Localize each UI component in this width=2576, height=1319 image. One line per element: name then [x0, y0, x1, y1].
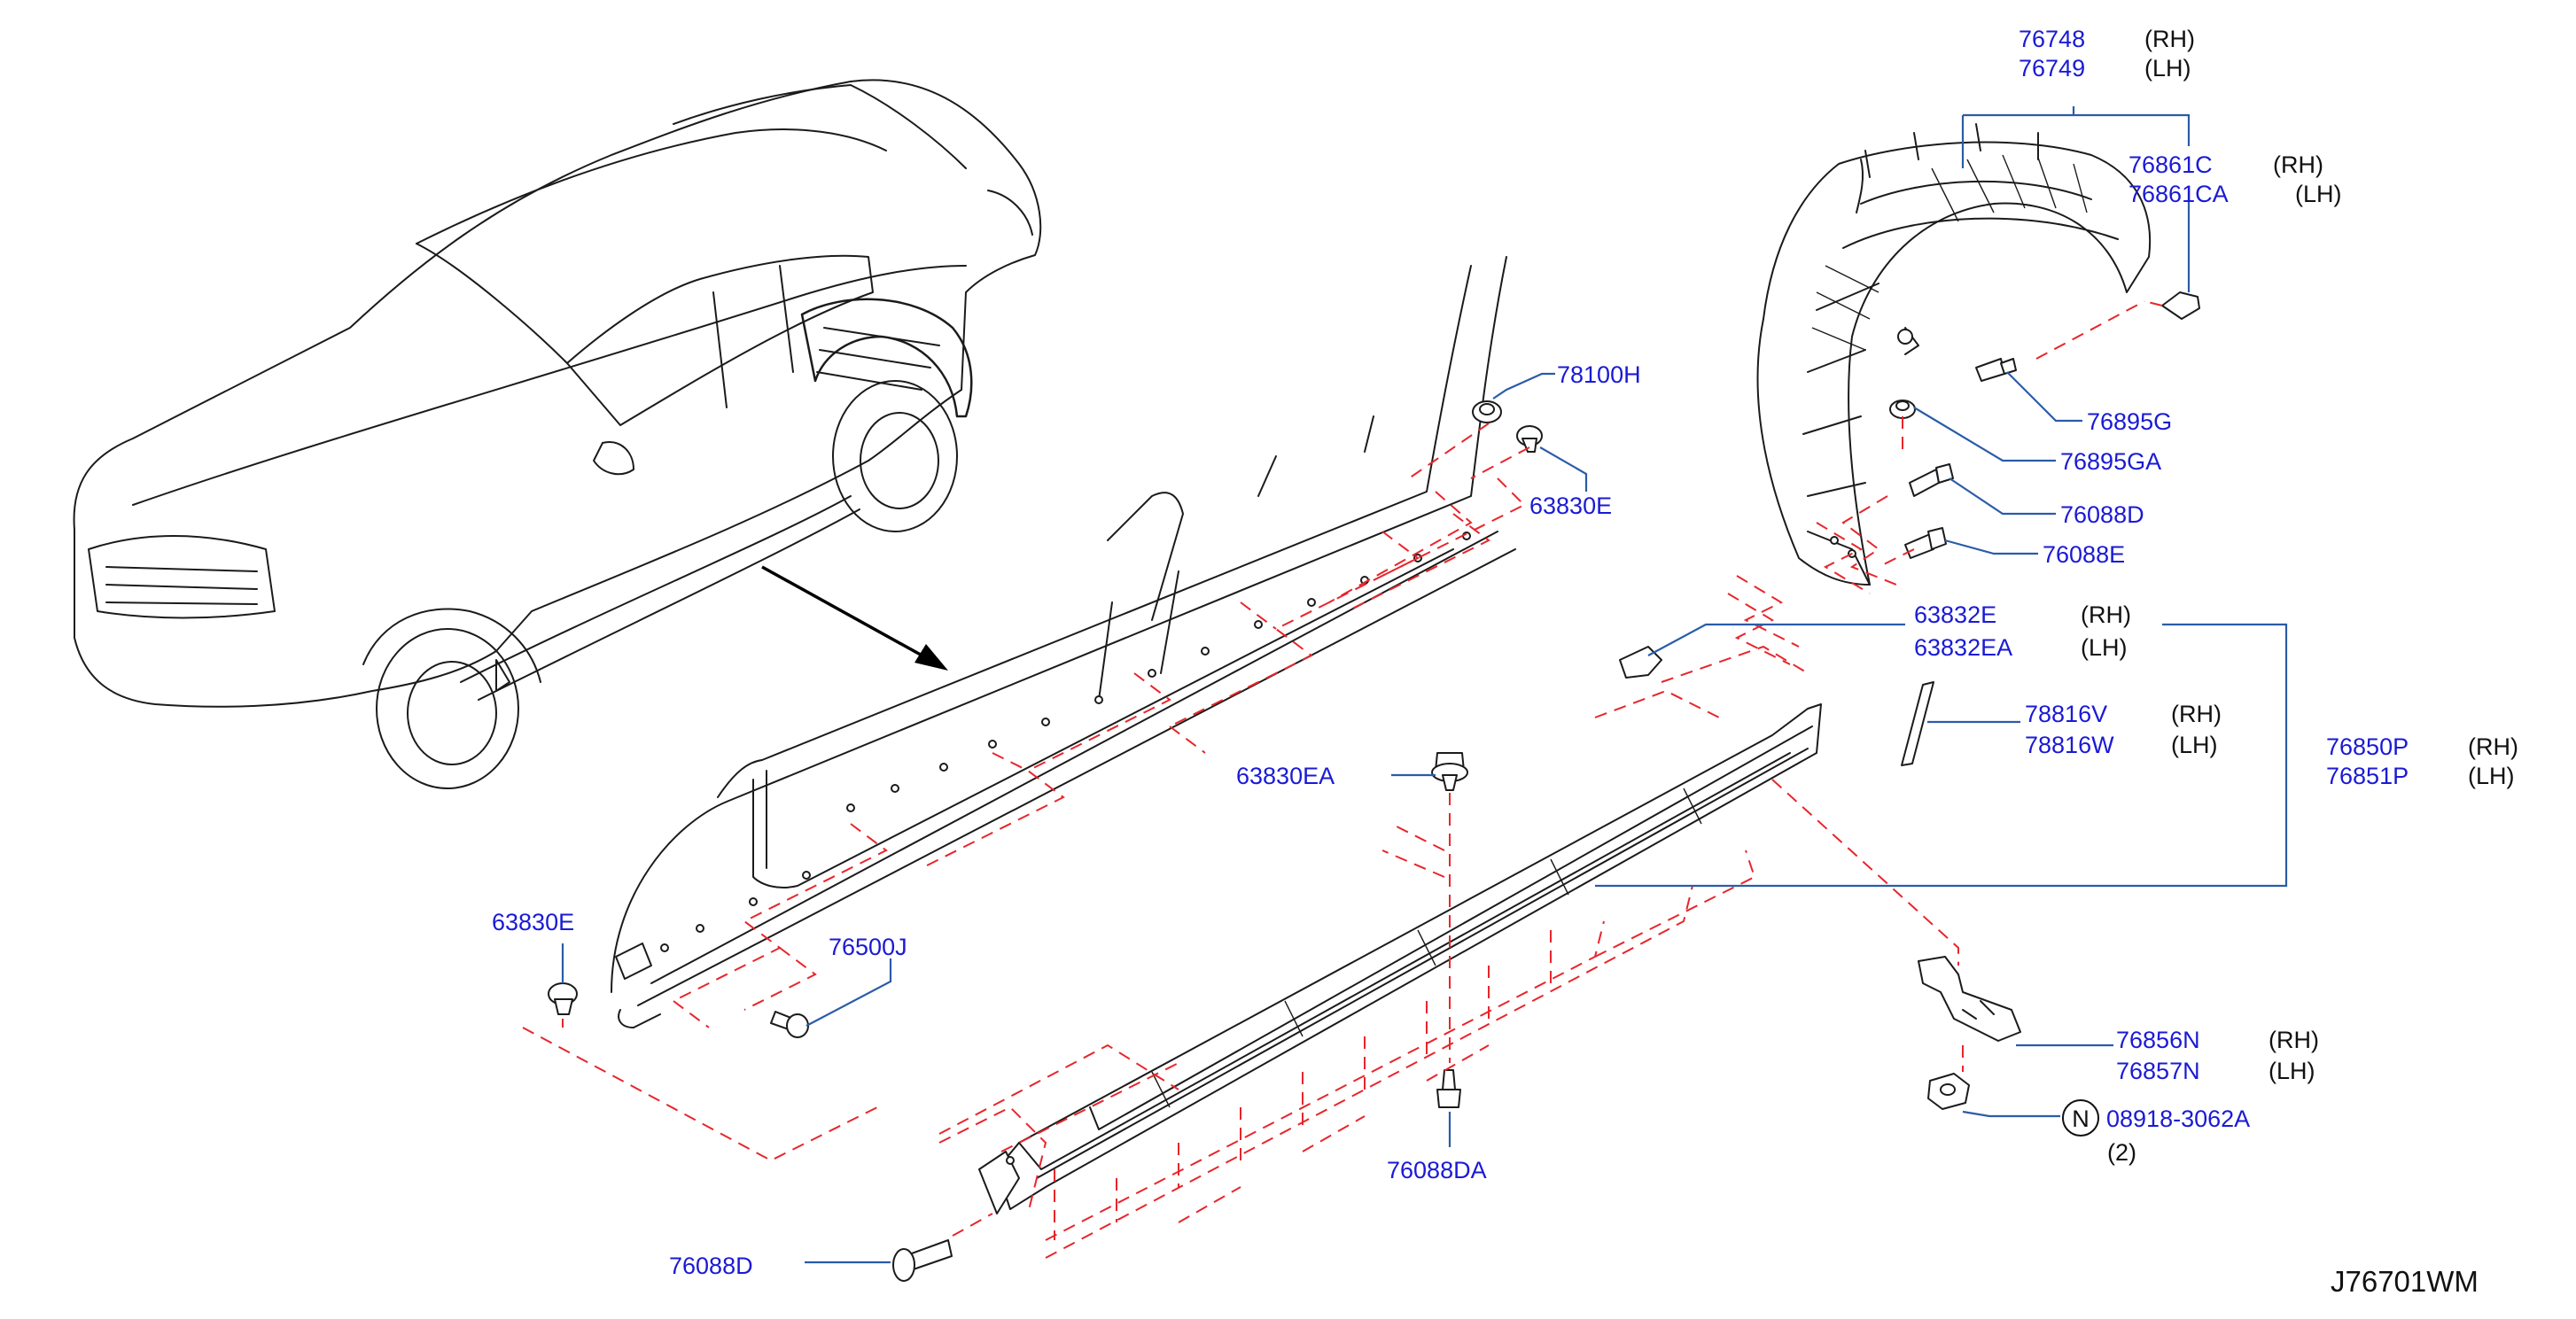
- grommet-78100h-icon: [1472, 400, 1502, 423]
- part-number-76088d-right: 76088D: [2060, 501, 2144, 528]
- quantity-08918: (2): [2107, 1139, 2136, 1166]
- part-number-76857n: 76857N: [2116, 1058, 2200, 1084]
- side-63832e: (RH): [2081, 601, 2131, 628]
- n-symbol-text: N: [2072, 1106, 2090, 1132]
- part-number-08918: 08918-3062A: [2106, 1106, 2250, 1132]
- screw-76088d-right-icon: [1909, 463, 1954, 497]
- side-76861ca: (LH): [2295, 181, 2342, 207]
- side-78816v: (RH): [2171, 701, 2222, 727]
- bracket-76856n-icon: [1918, 956, 2021, 1042]
- part-number-76850p: 76850P: [2326, 733, 2409, 760]
- part-number-78816w: 78816W: [2025, 732, 2114, 758]
- part-number-76748: 76748: [2019, 26, 2085, 52]
- side-sill-molding-drawing: [978, 703, 1822, 1214]
- part-number-63832ea: 63832EA: [1914, 634, 2012, 661]
- part-number-76500j: 76500J: [829, 934, 907, 960]
- vehicle-overview-drawing: [73, 79, 1042, 789]
- fastener-icons: [548, 291, 2200, 1282]
- part-labels: 76748 (RH) 76749 (LH) 76861C (RH) 76861C…: [492, 26, 2518, 1298]
- clip-76088e-icon: [1904, 527, 1947, 559]
- part-number-76088da: 76088DA: [1387, 1157, 1487, 1183]
- strip-78816v-icon: [1901, 681, 1934, 766]
- side-76749: (LH): [2144, 55, 2191, 81]
- part-number-78816v: 78816V: [2025, 701, 2107, 727]
- part-number-76856n: 76856N: [2116, 1027, 2200, 1053]
- diagram-code: J76701WM: [2331, 1265, 2479, 1298]
- view-direction-arrow: [761, 565, 948, 671]
- clip-76895g-icon: [1975, 358, 2017, 382]
- side-76856n: (RH): [2269, 1027, 2319, 1053]
- screw-76088d-bottom-icon: [892, 1239, 953, 1282]
- part-number-76749: 76749: [2019, 55, 2085, 81]
- clip-63830ea-icon: [1431, 752, 1468, 791]
- part-number-63832e: 63832E: [1914, 601, 1996, 628]
- leader-lines: [561, 106, 2288, 1264]
- n-symbol-circle: N: [2062, 1099, 2099, 1137]
- side-76850p: (RH): [2468, 733, 2518, 760]
- part-number-76895ga: 76895GA: [2060, 448, 2161, 475]
- part-number-63830e-left: 63830E: [492, 909, 574, 935]
- side-76857n: (LH): [2269, 1058, 2315, 1084]
- sill-mounting-holes: [660, 531, 1471, 952]
- side-78816w: (LH): [2171, 732, 2218, 758]
- nut-76895ga-icon: [1889, 400, 1916, 419]
- part-number-78100h: 78100H: [1557, 361, 1641, 388]
- part-number-76861c: 76861C: [2129, 151, 2213, 178]
- clip-76500j-icon: [770, 1011, 809, 1038]
- side-76861c: (RH): [2273, 151, 2323, 178]
- side-76851p: (LH): [2468, 763, 2515, 789]
- part-number-63830ea: 63830EA: [1236, 763, 1335, 789]
- side-76748: (RH): [2144, 26, 2195, 52]
- side-63832ea: (LH): [2081, 634, 2128, 661]
- body-side-panel-drawing: [611, 256, 1516, 1028]
- screw-76088da-icon: [1436, 1069, 1461, 1108]
- clip-63830e-top-icon: [1516, 425, 1543, 453]
- part-number-76088d-bottom: 76088D: [669, 1253, 753, 1279]
- part-number-76851p: 76851P: [2326, 763, 2409, 789]
- assembly-guide-lines: [522, 300, 2163, 1259]
- rear-fender-liner-drawing: [1756, 123, 2152, 586]
- part-number-63830e-top: 63830E: [1529, 493, 1612, 519]
- part-number-76088e: 76088E: [2043, 541, 2125, 568]
- clip-63830e-left-icon: [548, 982, 578, 1015]
- part-number-76861ca: 76861CA: [2129, 181, 2229, 207]
- nut-08918-icon: [1927, 1073, 1970, 1110]
- clip-76861c-icon: [2161, 291, 2200, 320]
- part-number-76895g: 76895G: [2087, 408, 2172, 435]
